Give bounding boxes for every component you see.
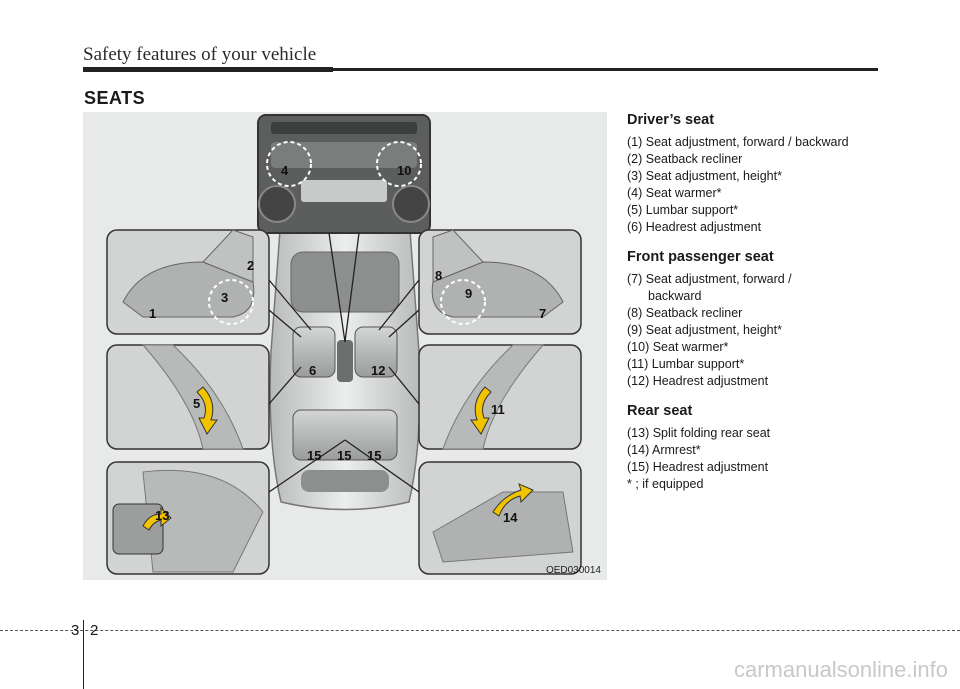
callout-6: 6 [309, 363, 316, 378]
legend-group-passenger: Front passenger seat (7) Seat adjustment… [627, 249, 897, 390]
callout-5: 5 [193, 396, 200, 411]
section-title: SEATS [84, 88, 146, 108]
legend-item: (15) Headrest adjustment [627, 460, 769, 474]
page-header-title: Safety features of your vehicle [83, 44, 317, 65]
callout-3: 3 [221, 290, 228, 305]
detail-box-rear-folding [106, 461, 270, 575]
legend-item: (10) Seat warmer* [627, 340, 729, 354]
legend-item: (1) Seat adjustment, forward / backward [627, 135, 849, 149]
seat-legend: Driver’s seat (1) Seat adjustment, forwa… [627, 108, 897, 506]
highlight-circles [208, 141, 486, 325]
page-number: 2 [90, 622, 99, 639]
legend-item: (2) Seatback recliner [627, 152, 743, 166]
legend-footnote: * ; if equipped [627, 477, 704, 491]
callout-4: 4 [281, 163, 289, 178]
windshield [290, 251, 400, 313]
detail-box-driver-seat [106, 229, 270, 335]
legend-item: (11) Lumbar support* [627, 357, 745, 371]
legend-group-driver: Driver’s seat (1) Seat adjustment, forwa… [627, 112, 897, 236]
legend-item: (14) Armrest* [627, 443, 701, 457]
legend-heading-passenger: Front passenger seat [627, 249, 774, 265]
legend-heading-rear: Rear seat [627, 403, 693, 419]
callout-7: 7 [539, 306, 546, 321]
front-seat-left [292, 326, 336, 378]
callout-15b: 15 [337, 448, 351, 463]
callout-labels: 1 2 3 4 5 6 7 8 9 10 11 12 13 14 15 15 1… [149, 163, 546, 525]
adjust-arrows [142, 386, 534, 531]
callout-13: 13 [155, 508, 169, 523]
detail-box-passenger-lumbar [418, 344, 582, 450]
legend-item: (5) Lumbar support* [627, 203, 739, 217]
leader-lines [268, 232, 420, 493]
callout-8: 8 [435, 268, 442, 283]
legend-item: (4) Seat warmer* [627, 186, 722, 200]
callout-2: 2 [247, 258, 254, 273]
legend-heading-driver: Driver’s seat [627, 112, 715, 128]
detail-box-passenger-seat [418, 229, 582, 335]
seats-diagram: 1 2 3 4 5 6 7 8 9 10 11 12 13 14 15 15 1… [106, 114, 582, 575]
legend-item-continuation: backward [648, 289, 702, 303]
callout-12: 12 [371, 363, 385, 378]
legend-group-rear: Rear seat (13) Split folding rear seat (… [627, 403, 897, 493]
detail-box-driver-lumbar [106, 344, 270, 450]
legend-item: (6) Headrest adjustment [627, 220, 762, 234]
callout-15a: 15 [307, 448, 321, 463]
footer-vertical-rule [83, 620, 84, 689]
footer-divider [0, 630, 960, 631]
seats-illustration: 1 2 3 4 5 6 7 8 9 10 11 12 13 14 15 15 1… [83, 112, 607, 580]
rear-window [301, 470, 389, 492]
rear-bench [292, 409, 398, 461]
detail-box-rear-armrest [418, 461, 582, 575]
legend-item: (12) Headrest adjustment [627, 374, 769, 388]
callout-9: 9 [465, 286, 472, 301]
figure-code: OED030014 [545, 565, 601, 576]
legend-item: (9) Seat adjustment, height* [627, 323, 782, 337]
callout-14: 14 [503, 510, 518, 525]
watermark: carmanualsonline.info [733, 657, 948, 682]
callout-10: 10 [397, 163, 411, 178]
header-rule [83, 67, 878, 72]
callout-11: 11 [491, 402, 505, 417]
front-seat-right [354, 326, 398, 378]
page-section-number: 3 [71, 622, 80, 639]
center-console [337, 340, 353, 382]
legend-item: (8) Seatback recliner [627, 306, 743, 320]
callout-15c: 15 [367, 448, 381, 463]
legend-item: (7) Seat adjustment, forward / [627, 272, 792, 286]
legend-item: (13) Split folding rear seat [627, 426, 771, 440]
callout-1: 1 [149, 306, 156, 321]
legend-item: (3) Seat adjustment, height* [627, 169, 782, 183]
